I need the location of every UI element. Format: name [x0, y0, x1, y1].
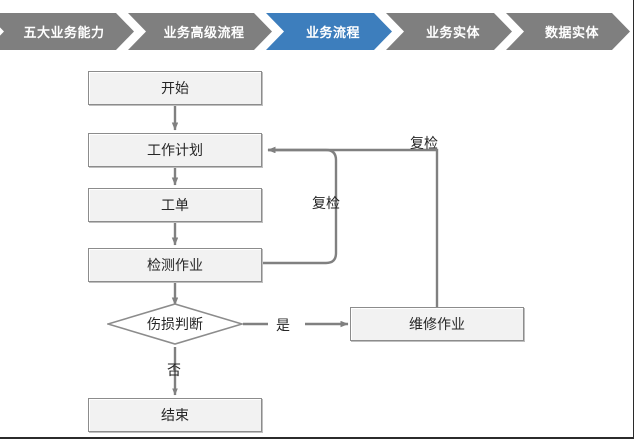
- breadcrumb-item-5-label: 数据实体: [544, 25, 599, 40]
- edge-label-decision-yes: 是: [276, 317, 290, 333]
- edge-label-recheck-inner: 复检: [312, 195, 340, 211]
- edge-label-recheck-outer: 复检: [410, 135, 438, 151]
- connector-recheck-outer: [267, 146, 439, 312]
- node-start-label: 开始: [161, 80, 189, 96]
- node-inspection-task-label: 检测作业: [147, 257, 203, 273]
- breadcrumb-item-3-label: 业务流程: [305, 25, 360, 40]
- node-repair-task[interactable]: 维修作业: [350, 307, 524, 341]
- breadcrumb-item-4-label: 业务实体: [425, 25, 480, 40]
- node-start[interactable]: 开始: [88, 71, 262, 105]
- node-work-plan[interactable]: 工作计划: [88, 133, 262, 167]
- node-damage-decision[interactable]: 伤损判断: [107, 303, 243, 345]
- node-work-order[interactable]: 工单: [88, 188, 262, 222]
- edge-label-decision-no: 否: [167, 362, 181, 378]
- breadcrumb-item-5[interactable]: 数据实体: [506, 13, 630, 50]
- node-repair-task-label: 维修作业: [409, 316, 465, 332]
- breadcrumb-item-1-label: 五大业务能力: [23, 25, 105, 40]
- breadcrumb-item-4[interactable]: 业务实体: [386, 13, 512, 50]
- node-end[interactable]: 结束: [88, 398, 262, 432]
- node-inspection-task[interactable]: 检测作业: [88, 248, 262, 282]
- flowchart: 开始 工作计划 工单 检测作业 伤损判断 维修作业 结束 复: [0, 50, 634, 439]
- node-end-label: 结束: [161, 407, 189, 423]
- breadcrumb-item-3-active[interactable]: 业务流程: [266, 13, 392, 50]
- node-damage-decision-label: 伤损判断: [147, 316, 203, 332]
- frame-bottom-edge: [0, 437, 634, 439]
- breadcrumb-item-2[interactable]: 业务高级流程: [128, 13, 272, 50]
- flowchart-connectors: [171, 105, 439, 396]
- breadcrumb-item-1[interactable]: 五大业务能力: [0, 13, 134, 50]
- node-work-plan-label: 工作计划: [147, 142, 203, 158]
- breadcrumb-item-2-label: 业务高级流程: [163, 25, 245, 40]
- diamond-shape: [107, 303, 243, 345]
- breadcrumb: 五大业务能力 业务高级流程 业务流程 业务实体 数据实体: [0, 13, 634, 50]
- node-work-order-label: 工单: [161, 197, 189, 213]
